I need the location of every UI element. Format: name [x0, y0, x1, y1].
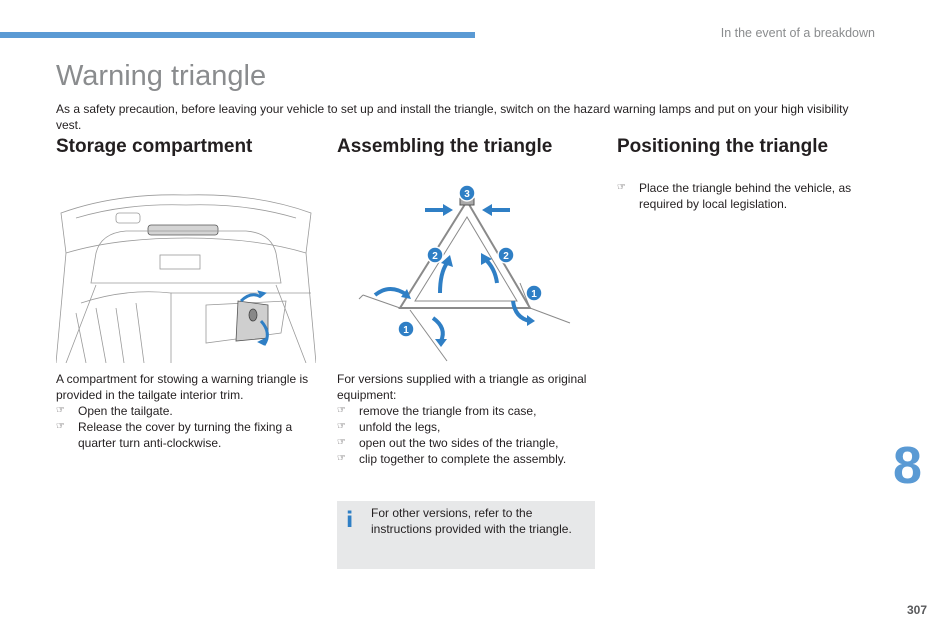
- pointing-hand-icon: ☞: [56, 421, 65, 432]
- info-note-box: i For other versions, refer to the instr…: [337, 501, 595, 569]
- assembling-text-block: For versions supplied with a triangle as…: [337, 371, 602, 467]
- step-label-2-right: 2: [497, 246, 515, 264]
- svg-text:3: 3: [464, 189, 470, 200]
- page-title: Warning triangle: [56, 60, 267, 92]
- intro-paragraph: As a safety precaution, before leaving y…: [56, 102, 849, 132]
- info-icon: i: [346, 508, 354, 532]
- positioning-steps: ☞Place the triangle behind the vehicle, …: [617, 180, 867, 212]
- list-item: ☞unfold the legs,: [337, 420, 441, 434]
- step-label-3: 3: [458, 184, 476, 202]
- list-item: ☞Release the cover by turning the fixing…: [56, 420, 293, 450]
- tailgate-illustration: [55, 193, 317, 364]
- svg-text:2: 2: [432, 251, 438, 262]
- info-note-text: For other versions, refer to the instruc…: [371, 506, 572, 536]
- heading-positioning-triangle: Positioning the triangle: [617, 136, 829, 157]
- triangle-assembly-illustration: 3 2 2 1 1: [355, 183, 580, 368]
- step-label-2-left: 2: [426, 246, 444, 264]
- heading-storage-compartment: Storage compartment: [56, 136, 253, 157]
- heading-assembling-triangle: Assembling the triangle: [337, 136, 553, 157]
- pointing-hand-icon: ☞: [337, 453, 346, 464]
- column-storage: Storage compartment: [56, 136, 318, 158]
- svg-text:1: 1: [531, 289, 537, 300]
- chapter-number: 8: [893, 437, 922, 495]
- step-label-1-right: 1: [525, 284, 543, 302]
- assembling-description: For versions supplied with a triangle as…: [337, 372, 587, 402]
- storage-steps: ☞Open the tailgate. ☞Release the cover b…: [56, 403, 321, 451]
- pointing-hand-icon: ☞: [617, 182, 626, 193]
- list-item: ☞remove the triangle from its case,: [337, 404, 537, 418]
- svg-text:2: 2: [503, 251, 509, 262]
- pointing-hand-icon: ☞: [337, 437, 346, 448]
- header-accent-bar: [0, 32, 475, 38]
- svg-text:1: 1: [403, 325, 409, 336]
- positioning-text-block: ☞Place the triangle behind the vehicle, …: [617, 180, 867, 212]
- list-item: ☞open out the two sides of the triangle,: [337, 436, 559, 450]
- pointing-hand-icon: ☞: [337, 421, 346, 432]
- assembling-steps: ☞remove the triangle from its case, ☞unf…: [337, 403, 602, 467]
- page-number: 307: [906, 603, 927, 617]
- column-assembling: Assembling the triangle: [337, 136, 599, 158]
- step-label-1-left: 1: [397, 320, 415, 338]
- storage-text-block: A compartment for stowing a warning tria…: [56, 371, 321, 451]
- pointing-hand-icon: ☞: [337, 405, 346, 416]
- pointing-hand-icon: ☞: [56, 405, 65, 416]
- storage-description: A compartment for stowing a warning tria…: [56, 372, 309, 402]
- list-item: ☞clip together to complete the assembly.: [337, 452, 567, 466]
- section-title: In the event of a breakdown: [720, 26, 875, 40]
- column-positioning: Positioning the triangle: [617, 136, 867, 158]
- list-item: ☞Open the tailgate.: [56, 404, 173, 418]
- list-item: ☞Place the triangle behind the vehicle, …: [617, 181, 852, 211]
